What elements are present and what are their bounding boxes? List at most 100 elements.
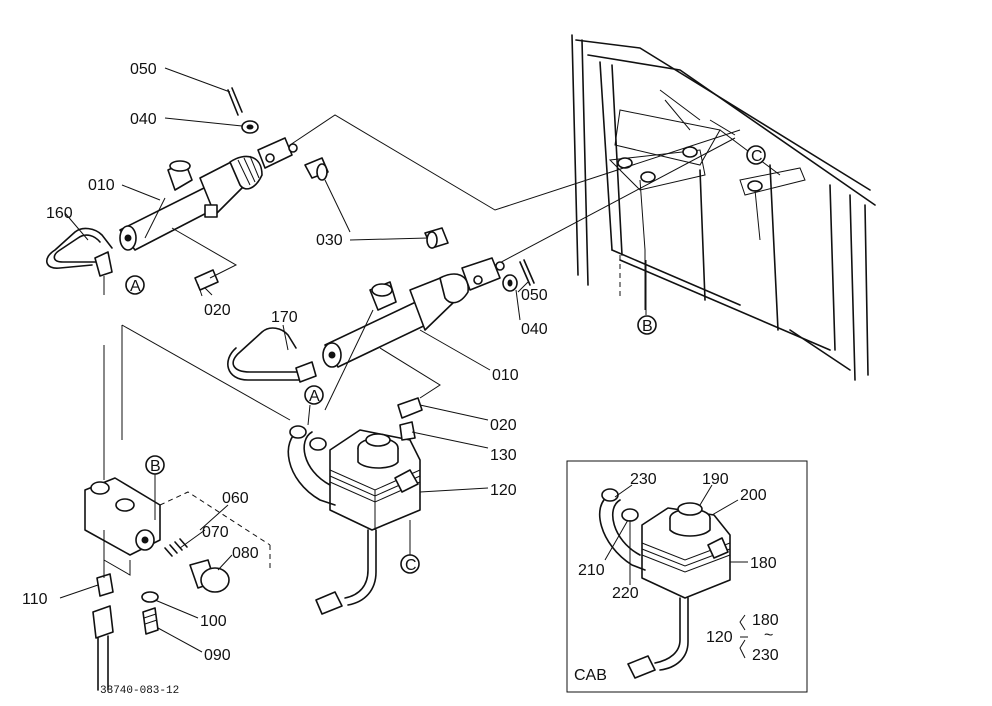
label-070: 070: [202, 524, 229, 541]
master-cylinder-lower: [322, 257, 505, 368]
pin-050-upper: [227, 89, 239, 116]
washer-100: [141, 591, 159, 603]
label-020-upper: 020: [204, 302, 231, 319]
label-130: 130: [490, 447, 517, 464]
pipe-170-outer: [227, 347, 303, 381]
dashed-box-top: [159, 491, 271, 546]
cab-cable-b: [659, 597, 689, 671]
bolt-090-thread: [143, 613, 158, 625]
bolt-090: [142, 607, 159, 635]
label-190: 190: [702, 471, 729, 488]
bolt-020-upper-shank: [197, 283, 203, 297]
leader-box-lower: [379, 347, 441, 399]
reservoir-cable-b: [347, 529, 377, 606]
ref-circle-b1: [145, 455, 165, 475]
link-line-lower: [489, 137, 736, 269]
leader-lines: [59, 67, 748, 653]
label-010-lower: 010: [492, 367, 519, 384]
ref-circle-a2: [304, 385, 324, 405]
reservoir-connector: [315, 591, 343, 615]
ref-label-a2: A: [309, 388, 320, 405]
fitting-170: [295, 361, 317, 383]
ref-label-b2: B: [642, 318, 653, 335]
cab-hose-b: [611, 499, 641, 556]
reservoir-tank: [329, 421, 421, 531]
label-220: 220: [612, 585, 639, 602]
cab-hose-a: [598, 494, 646, 571]
label-050-upper: 050: [130, 61, 157, 78]
label-030: 030: [316, 232, 343, 249]
cab-hose-end-b: [621, 508, 639, 522]
pin-050-lower-b: [523, 259, 535, 284]
ref-circle-c1: [746, 145, 766, 165]
pipe-160: [46, 227, 113, 269]
part-labels: 050 040 010 160 030 020 170 050 040 010 …: [22, 61, 779, 697]
label-180-range: 180: [752, 612, 779, 629]
hose-end-b: [309, 437, 327, 451]
plug-080-head: [200, 567, 230, 593]
label-180: 180: [750, 555, 777, 572]
label-010-upper: 010: [88, 177, 115, 194]
cab-bracket: [739, 614, 746, 659]
cab-cable: [654, 597, 681, 664]
clevis-pin-030-lower-head: [426, 231, 438, 249]
ref-circle-c2: [400, 554, 420, 574]
link-line-upper: [289, 114, 741, 211]
cab-hose-end-a: [601, 488, 619, 502]
ref-label-c2: C: [405, 557, 417, 574]
label-040-upper: 040: [130, 111, 157, 128]
label-100: 100: [200, 613, 227, 630]
ref-label-a1: A: [130, 278, 141, 295]
cab-inset-frame: [566, 460, 808, 693]
label-cab: CAB: [574, 667, 607, 684]
spring-070: [164, 538, 188, 557]
master-cylinder-upper: [119, 137, 298, 251]
fitting-160: [94, 251, 113, 277]
hose-110: [97, 635, 109, 691]
pipe-170: [232, 327, 301, 373]
label-200: 200: [740, 487, 767, 504]
label-210: 210: [578, 562, 605, 579]
hose-end-a: [289, 425, 307, 439]
label-020-lower: 020: [490, 417, 517, 434]
label-050-lower: 050: [521, 287, 548, 304]
reservoir-cable: [344, 529, 369, 599]
pin-050-lower: [519, 261, 531, 286]
drawing-number: 33740-083-12: [100, 685, 179, 697]
label-120-cab: 120: [706, 629, 733, 646]
ref-circles: [125, 145, 766, 574]
label-230-range: 230: [752, 647, 779, 664]
hose-reservoir-b: [303, 431, 331, 486]
label-060: 060: [222, 490, 249, 507]
pin-050-upper-b: [231, 87, 243, 113]
ref-circle-b2: [637, 315, 657, 335]
cab-reservoir: [641, 502, 731, 599]
label-110: 110: [22, 591, 48, 608]
label-170: 170: [271, 309, 298, 326]
label-040-lower: 040: [521, 321, 548, 338]
ref-circle-a1: [125, 275, 145, 295]
ref-label-c1: C: [751, 148, 763, 165]
bolt-020-lower: [397, 397, 423, 419]
label-080: 080: [232, 545, 259, 562]
washer-040-upper-hole: [246, 124, 254, 130]
leader-diagonal: [121, 324, 291, 421]
bolt-020-upper: [194, 269, 219, 291]
label-230-cab: 230: [630, 471, 657, 488]
pipe-160-inner: [53, 234, 101, 263]
pedal-frame: [571, 34, 876, 381]
cab-connector: [627, 655, 656, 679]
fitting-110: [96, 573, 114, 597]
label-160: 160: [46, 205, 73, 222]
leader-box-upper: [171, 227, 238, 279]
clevis-pin-030-upper-head: [316, 163, 328, 181]
hose-nut-110: [92, 605, 114, 639]
ref-label-b1: B: [150, 458, 161, 475]
label-120: 120: [490, 482, 517, 499]
label-090: 090: [204, 647, 231, 664]
label-tilde: ~: [764, 627, 773, 644]
washer-040-lower-hole: [507, 279, 513, 287]
valve-body: [84, 477, 161, 556]
